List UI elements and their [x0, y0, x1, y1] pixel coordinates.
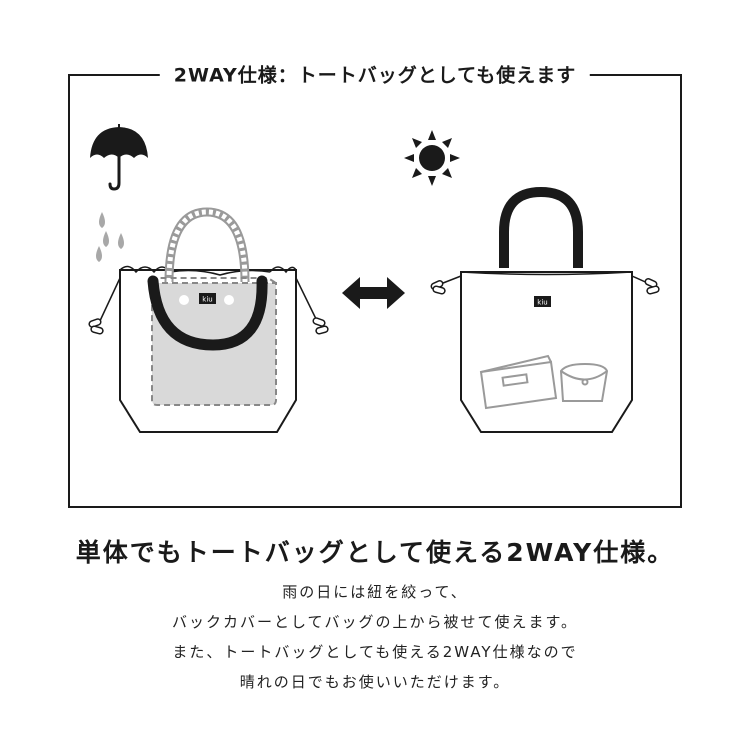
umbrella-icon: [90, 124, 148, 191]
headline: 単体でもトートバッグとして使える2WAY仕様。: [75, 538, 675, 567]
frame-title: 2WAY仕様：トートバッグとしても使えます: [159, 60, 591, 88]
description-line: 雨の日には紐を絞って、: [282, 583, 468, 601]
raindrops-icon: [96, 212, 124, 262]
pouch-illustration: [479, 354, 558, 410]
double-arrow-icon: [342, 277, 405, 309]
description-line: また、トートバッグとしても使える2WAY仕様なので: [172, 643, 578, 661]
wallet-illustration: [559, 362, 609, 402]
description-line: バックカバーとしてバッグの上から被せて使えます。: [171, 613, 579, 631]
right-bag-illustration: kiu: [430, 186, 660, 433]
sun-icon: [404, 130, 460, 186]
description-line: 晴れの日でもお使いいただけます。: [239, 673, 511, 691]
left-bag-illustration: kiu: [88, 207, 329, 433]
bag-tag: kiu: [537, 299, 547, 307]
bag-tag: kiu: [202, 296, 212, 304]
